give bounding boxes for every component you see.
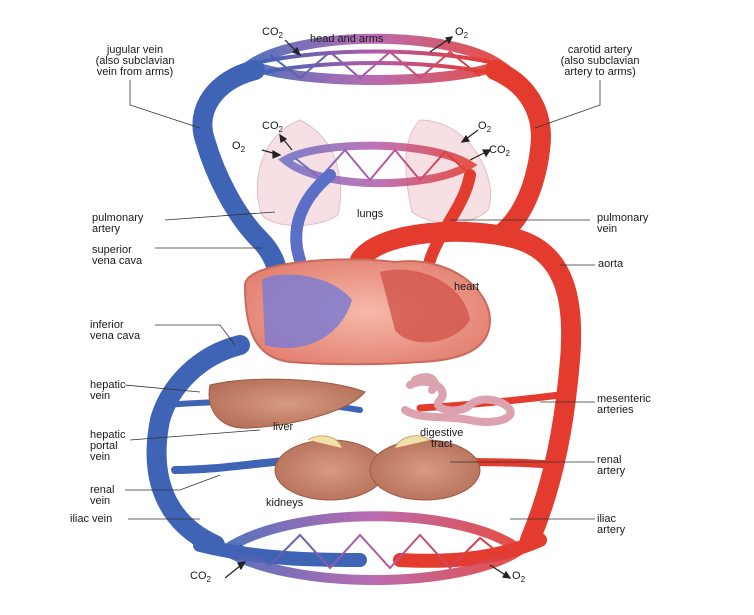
gas-o2-bottom: O2 [512, 570, 525, 584]
label-lungs: lungs [357, 209, 383, 220]
gas-co2-lung-left: CO2 [262, 120, 283, 134]
label-inferior-vena-cava: inferior vena cava [90, 320, 140, 342]
digestive-tract-organ [405, 377, 511, 422]
label-carotid-artery: carotid artery (also subclavian artery t… [540, 45, 660, 78]
gas-o2-top: O2 [455, 26, 468, 40]
label-digestive-tract: digestive tract [420, 428, 463, 450]
label-hepatic-portal-vein: hepatic portal vein [90, 430, 125, 463]
label-superior-vena-cava: superior vena cava [92, 245, 142, 267]
label-aorta: aorta [598, 259, 623, 270]
label-iliac-vein: iliac vein [70, 514, 112, 525]
gas-co2-top: CO2 [262, 26, 283, 40]
gas-co2-lung-right: CO2 [489, 144, 510, 158]
gas-co2-bottom: CO2 [190, 570, 211, 584]
label-mesenteric-arteries: mesenteric arteries [597, 394, 651, 416]
label-head-and-arms: head and arms [310, 34, 383, 45]
label-hepatic-vein: hepatic vein [90, 380, 125, 402]
lower-body-capillary-bed [225, 516, 520, 580]
label-liver: liver [273, 422, 293, 433]
label-jugular-vein: jugular vein (also subclavian vein from … [80, 45, 190, 78]
label-pulmonary-artery: pulmonary artery [92, 213, 143, 235]
gas-o2-lung-left: O2 [232, 140, 245, 154]
label-renal-vein: renal vein [90, 485, 114, 507]
label-pulmonary-vein: pulmonary vein [597, 213, 648, 235]
gas-o2-lung-right: O2 [478, 120, 491, 134]
label-heart: heart [454, 282, 479, 293]
label-kidneys: kidneys [266, 498, 303, 509]
label-iliac-artery: iliac artery [597, 514, 625, 536]
label-renal-artery: renal artery [597, 455, 625, 477]
heart-organ [245, 259, 490, 364]
